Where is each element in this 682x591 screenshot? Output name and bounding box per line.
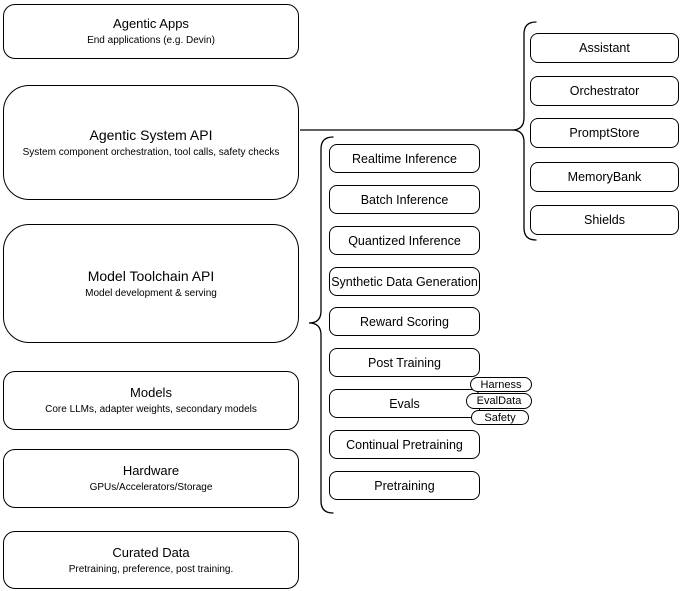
- box-model-toolchain-api: Model Toolchain API Model development & …: [3, 224, 299, 343]
- box-synthetic-data-generation-label: Synthetic Data Generation: [331, 274, 478, 289]
- box-hardware-title: Hardware: [122, 463, 180, 478]
- box-agentic-system-api: Agentic System API System component orch…: [3, 85, 299, 200]
- box-reward-scoring-label: Reward Scoring: [360, 314, 449, 329]
- box-realtime-inference-label: Realtime Inference: [352, 151, 457, 166]
- badge-safety: Safety: [471, 410, 529, 425]
- box-post-training-label: Post Training: [368, 355, 441, 370]
- box-orchestrator: Orchestrator: [530, 76, 679, 106]
- box-post-training: Post Training: [329, 348, 480, 377]
- box-synthetic-data-generation: Synthetic Data Generation: [329, 267, 480, 296]
- box-model-toolchain-api-subtitle: Model development & serving: [85, 287, 217, 299]
- badge-evaldata: EvalData: [466, 393, 532, 409]
- box-model-toolchain-api-title: Model Toolchain API: [87, 267, 215, 284]
- box-agentic-system-api-title: Agentic System API: [89, 126, 213, 143]
- box-pretraining-label: Pretraining: [374, 478, 435, 493]
- box-assistant-label: Assistant: [579, 41, 630, 55]
- box-agentic-apps-title: Agentic Apps: [113, 16, 189, 31]
- box-pretraining: Pretraining: [329, 471, 480, 500]
- badge-safety-label: Safety: [484, 411, 516, 424]
- badge-evaldata-label: EvalData: [476, 395, 522, 407]
- box-memorybank: MemoryBank: [530, 162, 679, 192]
- box-quantized-inference: Quantized Inference: [329, 226, 480, 255]
- box-hardware: Hardware GPUs/Accelerators/Storage: [3, 449, 299, 508]
- box-hardware-subtitle: GPUs/Accelerators/Storage: [89, 482, 213, 493]
- box-curated-data-subtitle: Pretraining, preference, post training.: [68, 563, 234, 575]
- box-models-subtitle: Core LLMs, adapter weights, secondary mo…: [45, 404, 257, 415]
- badge-harness-label: Harness: [480, 378, 522, 391]
- box-models-title: Models: [130, 385, 172, 400]
- box-agentic-apps-subtitle: End applications (e.g. Devin): [87, 35, 215, 46]
- box-promptstore: PromptStore: [530, 118, 679, 148]
- box-continual-pretraining-label: Continual Pretraining: [346, 437, 463, 452]
- box-continual-pretraining: Continual Pretraining: [329, 430, 480, 459]
- box-promptstore-label: PromptStore: [569, 126, 640, 140]
- box-realtime-inference: Realtime Inference: [329, 144, 480, 173]
- box-memorybank-label: MemoryBank: [567, 170, 642, 184]
- box-curated-data: Curated Data Pretraining, preference, po…: [3, 531, 299, 589]
- box-curated-data-title: Curated Data: [112, 544, 190, 560]
- box-evals-label: Evals: [389, 396, 420, 411]
- box-batch-inference: Batch Inference: [329, 185, 480, 214]
- box-shields: Shields: [530, 205, 679, 235]
- box-batch-inference-label: Batch Inference: [360, 192, 449, 207]
- box-agentic-apps: Agentic Apps End applications (e.g. Devi…: [3, 4, 299, 59]
- box-reward-scoring: Reward Scoring: [329, 307, 480, 336]
- box-models: Models Core LLMs, adapter weights, secon…: [3, 371, 299, 430]
- box-quantized-inference-label: Quantized Inference: [348, 233, 461, 248]
- box-assistant: Assistant: [530, 33, 679, 63]
- box-agentic-system-api-subtitle: System component orchestration, tool cal…: [22, 146, 280, 158]
- box-orchestrator-label: Orchestrator: [569, 84, 640, 98]
- badge-harness: Harness: [470, 377, 532, 392]
- box-evals: Evals: [329, 389, 480, 418]
- box-shields-label: Shields: [584, 213, 625, 227]
